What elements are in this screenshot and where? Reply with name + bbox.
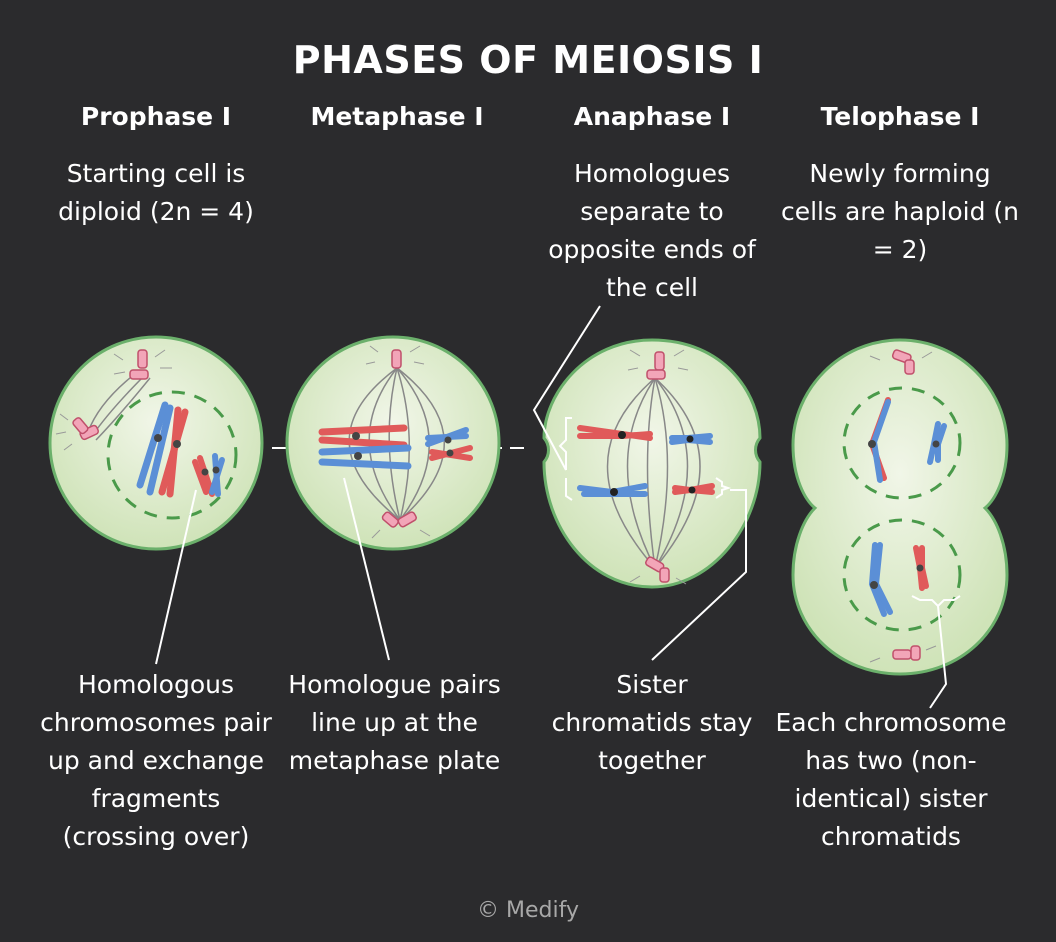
leader-lines <box>155 305 948 709</box>
anaphase-top-text: Homologues separate to opposite ends of … <box>548 159 756 302</box>
centriole-icon <box>869 349 933 375</box>
centriole-icon <box>629 556 687 585</box>
telophase-cells <box>791 338 1009 676</box>
telophase-top-text: Newly forming cells are haploid (n = 2) <box>780 159 1019 264</box>
anaphase-bottom-text: Sister chromatids stay together <box>551 670 753 775</box>
centriole-icon <box>55 413 100 451</box>
prophase-title: Prophase I <box>80 102 232 131</box>
centriole-icon <box>371 511 431 539</box>
telophase-bottom-text: Each chromosome has two (non-identical) … <box>775 708 1007 851</box>
metaphase-cell <box>285 335 501 551</box>
centriole-icon <box>869 645 937 663</box>
metaphase-bottom-text: Homologue pairs line up at the metaphase… <box>288 670 501 775</box>
centriole-icon <box>627 349 689 380</box>
anaphase-title: Anaphase I <box>573 102 731 131</box>
prophase-top-text: Starting cell is diploid (2n = 4) <box>58 159 254 226</box>
prophase-cell <box>48 335 264 551</box>
prophase-bottom-text: Homologous chromosomes pair up and excha… <box>40 670 272 851</box>
centriole-icon <box>113 349 172 380</box>
telophase-title: Telophase I <box>820 102 980 131</box>
copyright: © Medify <box>477 898 579 923</box>
anaphase-cell <box>542 338 762 589</box>
metaphase-title: Metaphase I <box>310 102 484 131</box>
centriole-icon <box>365 345 425 369</box>
page-title: PHASES OF MEIOSIS I <box>292 38 764 82</box>
